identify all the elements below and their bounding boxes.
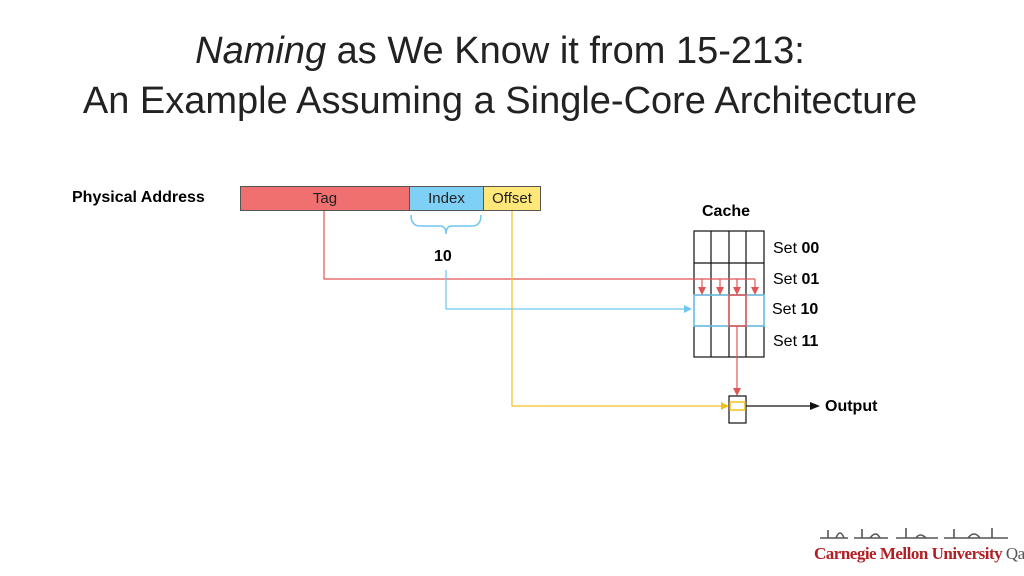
title-line-1-rest: as We Know it from 15-213: — [326, 30, 805, 72]
tag-line — [323, 211, 746, 280]
cache-label: Cache — [702, 203, 751, 220]
title-line-2: An Example Assuming a Single-Core Archit… — [82, 80, 918, 122]
output-label: Output — [825, 398, 878, 415]
index-brace — [410, 214, 482, 235]
tag-field: Tag — [240, 186, 410, 211]
title-line-1: Naming as We Know it from 15-213: — [0, 26, 1000, 76]
physical-address-label: Physical Address — [72, 189, 205, 206]
arabic-wordmark — [820, 528, 1008, 539]
output-mux-selected — [729, 401, 746, 411]
logo-english-text: Carnegie Mellon University Qatar — [814, 544, 1024, 563]
set-label-11: Set 11 — [773, 333, 819, 350]
index-line — [445, 270, 692, 313]
set-label-10: Set 10 — [772, 301, 819, 318]
title-emphasis: Naming — [195, 30, 327, 72]
offset-line — [511, 211, 729, 410]
index-field: Index — [409, 186, 484, 211]
slide-title: Naming as We Know it from 15-213: An Exa… — [0, 26, 1000, 126]
offset-field: Offset — [483, 186, 541, 211]
index-value: 10 — [434, 248, 452, 265]
set-label-01: Set 01 — [773, 271, 820, 288]
cmu-qatar-logo: Carnegie Mellon University Qatar — [814, 520, 1024, 570]
set-label-00: Set 00 — [773, 240, 820, 257]
cache-grid — [693, 230, 765, 358]
selected-block-highlight — [728, 294, 747, 327]
